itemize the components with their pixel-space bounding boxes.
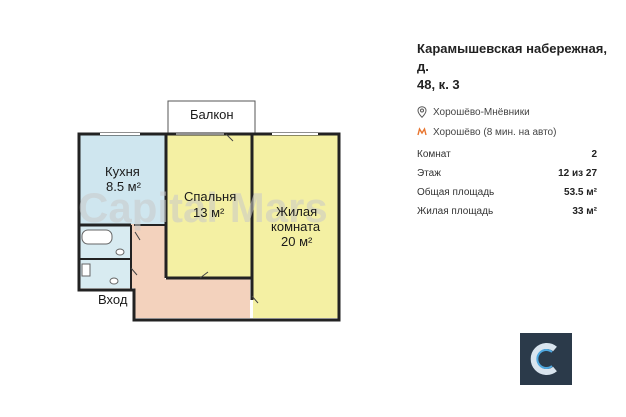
balcony-label: Балкон xyxy=(190,107,234,122)
param-row: Общая площадь 53.5 м² xyxy=(417,183,597,202)
param-label: Комнат xyxy=(417,149,451,160)
kitchen-name: Кухня xyxy=(105,164,140,179)
agency-logo xyxy=(520,333,572,385)
listing-info: Карамышевская набережная, д. 48, к. 3 Хо… xyxy=(417,40,607,139)
bathtub-icon xyxy=(81,229,113,245)
metro-station: Хорошёво (8 мин. на авто) xyxy=(433,126,557,138)
door-swing xyxy=(225,133,234,142)
address-line-2: 48, к. 3 xyxy=(417,77,460,92)
door-swing xyxy=(134,231,141,241)
param-value: 33 м² xyxy=(572,206,597,217)
outer-walls xyxy=(77,132,341,322)
param-label: Этаж xyxy=(417,168,441,179)
watermark: Capital Mars xyxy=(78,184,328,231)
district-row: Хорошёво-Мнёвники xyxy=(417,105,597,119)
bedroom-room xyxy=(167,134,251,277)
balcony-area xyxy=(167,100,256,135)
metro-row: Хорошёво (8 мин. на авто) xyxy=(417,125,597,139)
kitchen-room xyxy=(79,134,165,224)
address-line-1: Карамышевская набережная, д. xyxy=(417,41,607,74)
entrance-label: Вход xyxy=(98,292,128,307)
param-value: 12 из 27 xyxy=(558,168,597,179)
param-row: Этаж 12 из 27 xyxy=(417,164,597,183)
param-row: Комнат 2 xyxy=(417,145,597,164)
param-value: 2 xyxy=(591,149,597,160)
sink-icon xyxy=(115,248,125,256)
param-value: 53.5 м² xyxy=(564,187,597,198)
kitchen-area: 8.5 м² xyxy=(106,179,142,194)
washbasin-icon xyxy=(81,263,91,277)
param-label: Жилая площадь xyxy=(417,206,494,217)
living-room xyxy=(253,134,339,318)
living-area: 20 м² xyxy=(281,234,313,249)
door-swing xyxy=(199,271,209,279)
param-row: Жилая площадь 33 м² xyxy=(417,202,597,221)
params-table: Комнат 2 Этаж 12 из 27 Общая площадь 53.… xyxy=(417,145,597,221)
bedroom-name: Спальня xyxy=(184,189,236,204)
living-name-2: комната xyxy=(271,219,321,234)
door-swing xyxy=(130,267,138,276)
corridor-area xyxy=(131,224,250,318)
district-name: Хорошёво-Мнёвники xyxy=(433,106,530,118)
door-swing xyxy=(251,295,259,304)
metro-icon xyxy=(417,127,427,136)
location-pin-icon xyxy=(417,106,427,118)
toilet-icon xyxy=(109,277,119,285)
living-name: Жилая xyxy=(276,204,317,219)
bedroom-area: 13 м² xyxy=(193,205,225,220)
param-label: Общая площадь xyxy=(417,187,495,198)
address: Карамышевская набережная, д. 48, к. 3 xyxy=(417,40,607,94)
logo-c-icon xyxy=(530,343,557,375)
